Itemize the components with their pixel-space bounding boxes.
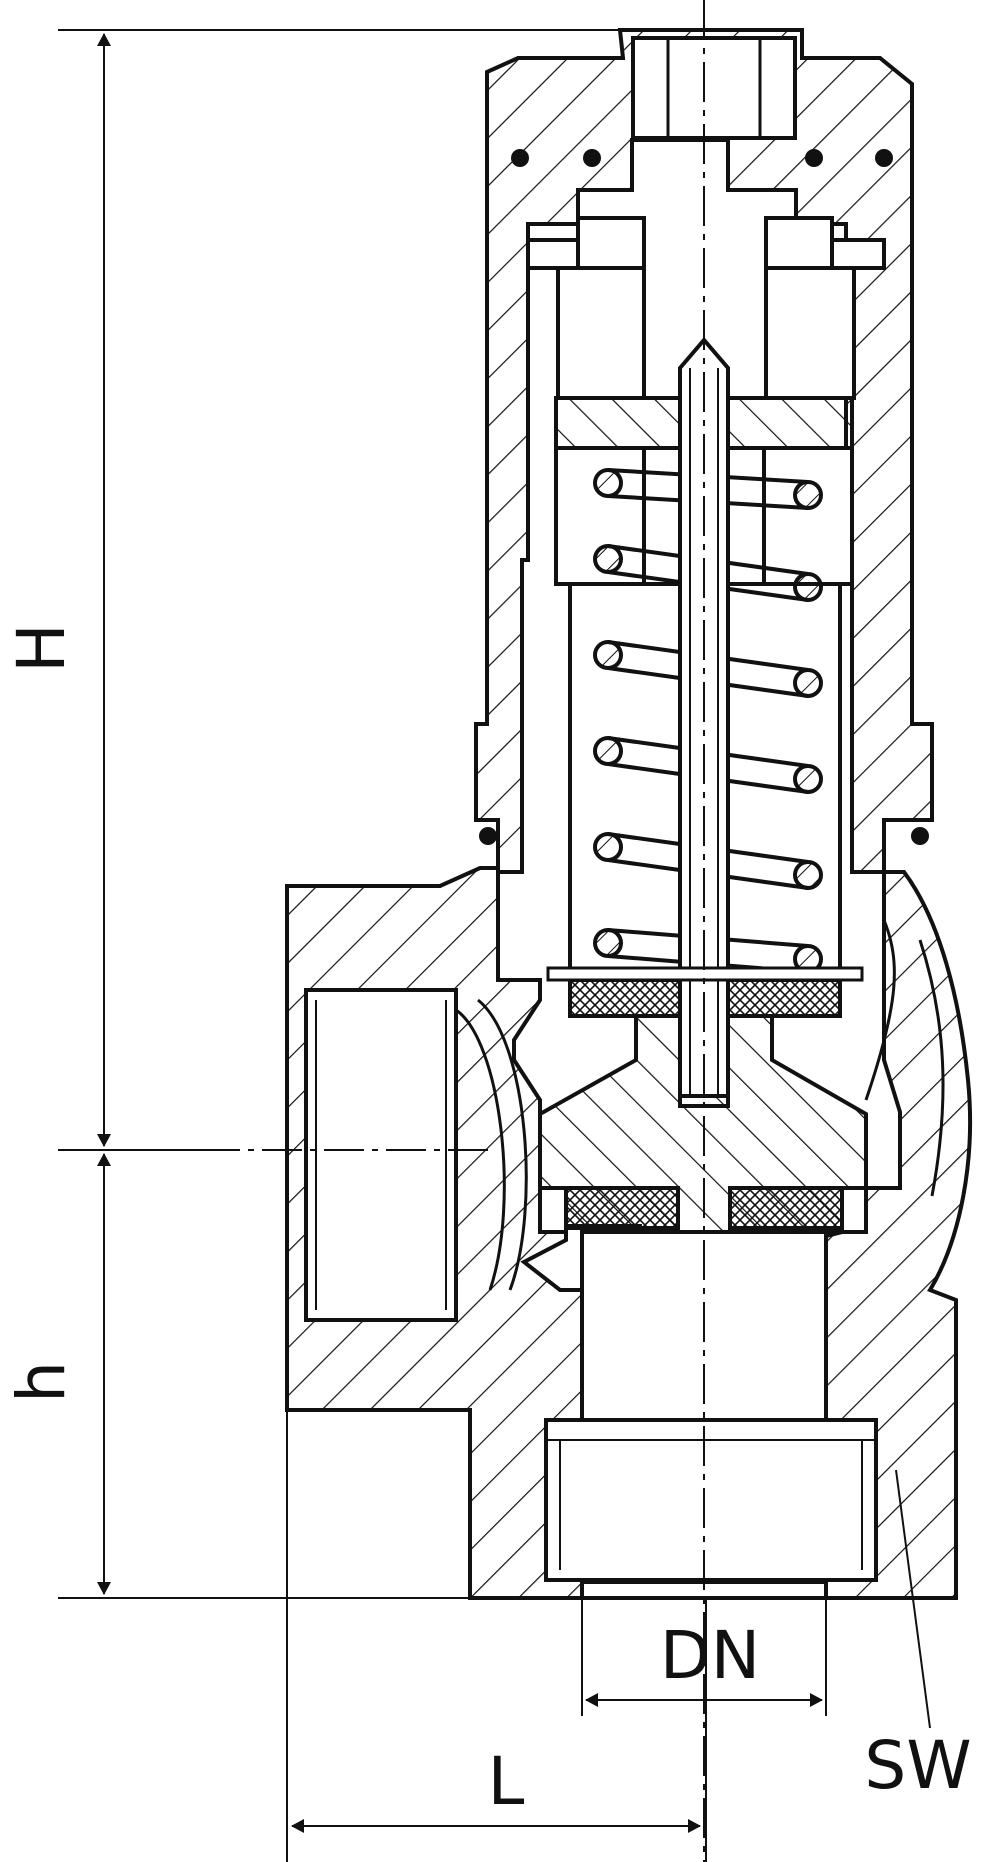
disc-seal xyxy=(564,1186,680,1230)
dimension-label-DN: DN xyxy=(660,1617,760,1694)
seal-ring xyxy=(511,149,529,167)
dimension-lines xyxy=(58,29,931,1862)
adjusting-screw xyxy=(631,36,797,140)
outlet-thread xyxy=(544,1418,878,1582)
inlet-thread xyxy=(304,988,458,1322)
dimension-label-H: H xyxy=(3,623,80,673)
spring-plate-lower xyxy=(546,966,864,1018)
centre-lines xyxy=(200,0,705,1862)
dimension-label-SW: SW xyxy=(864,1727,971,1804)
dimension-label-L: L xyxy=(488,1743,525,1820)
dimension-label-h: h xyxy=(3,1361,80,1403)
